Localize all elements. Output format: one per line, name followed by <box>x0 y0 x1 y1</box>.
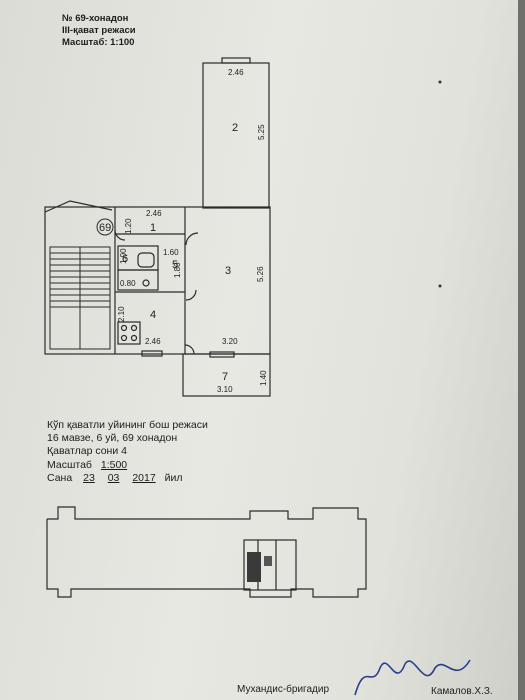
site-plan-detail <box>264 556 272 566</box>
dim-kitchen-bottom: 2.46 <box>145 337 161 346</box>
date-year: 2017 <box>132 472 156 484</box>
room-label-7: 7 <box>222 371 228 383</box>
dim-kitchen-side: 2.10 <box>117 306 126 322</box>
dim-wc-bottom: 0.80 <box>120 279 136 288</box>
door-swing <box>185 289 197 301</box>
stair-wall <box>44 200 113 213</box>
window <box>141 350 163 357</box>
signer-name: Камалов.Х.З. <box>431 686 493 697</box>
dim-hall-width: 2.46 <box>146 209 162 218</box>
dim-wc-side: 1.00 <box>119 248 128 264</box>
window <box>209 351 235 358</box>
site-plan-highlight <box>247 552 261 582</box>
info-scale: Масштаб 1:500 <box>47 459 127 472</box>
dim-r2-top: 2.46 <box>228 68 244 77</box>
dim-r2-side: 5.25 <box>257 124 266 140</box>
main-block-outline <box>44 206 271 355</box>
floor-title: III-қават режаси <box>62 25 136 36</box>
info-line-1: Кўп қаватли уйининг бош режаси <box>47 419 208 431</box>
info-date: Сана 23 03 2017 йил <box>47 472 182 485</box>
plan-scale: Масштаб: 1:100 <box>62 37 135 48</box>
scale-label: Масштаб <box>47 459 92 471</box>
dim-bath-side: 1.80 <box>173 262 182 278</box>
dim-bath-top: 1.60 <box>163 248 179 257</box>
toilet <box>142 279 150 287</box>
dim-balcony-bottom: 3.10 <box>217 385 233 394</box>
dim-r3-bottom: 3.20 <box>222 337 238 346</box>
wc-outline <box>117 269 159 291</box>
door-swing <box>185 232 199 246</box>
room-label-6: 6 <box>122 253 128 265</box>
door-swing <box>184 344 195 355</box>
signer-role: Мухандис-бригадир <box>237 684 330 695</box>
room-label-3: 3 <box>225 265 231 277</box>
date-suffix: йил <box>164 472 183 484</box>
room-label-1: 1 <box>150 222 156 234</box>
balcony-outline <box>182 353 271 397</box>
scale-value: 1:500 <box>100 459 128 471</box>
room-label-5: 5 <box>172 259 178 271</box>
apartment-number-circle <box>96 218 114 236</box>
date-month: 03 <box>107 472 120 484</box>
room-label-2: 2 <box>232 122 238 134</box>
room-label-4: 4 <box>150 309 156 321</box>
dim-hall-side: 1.20 <box>124 218 133 234</box>
signature-scribble <box>354 659 471 696</box>
date-day: 23 <box>83 472 95 484</box>
info-line-2: 16 мавзе, 6 уй, 69 хонадон <box>47 432 178 444</box>
dim-balcony-side: 1.40 <box>259 370 268 386</box>
window <box>221 57 251 64</box>
apartment-number: 69 <box>99 222 111 234</box>
apartment-title: № 69-хонадон <box>62 13 129 24</box>
site-plan <box>46 506 367 598</box>
bathtub <box>137 252 155 268</box>
door-swing <box>114 229 126 241</box>
dim-r3-side: 5.26 <box>256 266 265 282</box>
stove <box>117 321 141 345</box>
info-line-3: Қаватлар сони 4 <box>47 445 127 457</box>
date-label: Сана <box>47 472 73 484</box>
